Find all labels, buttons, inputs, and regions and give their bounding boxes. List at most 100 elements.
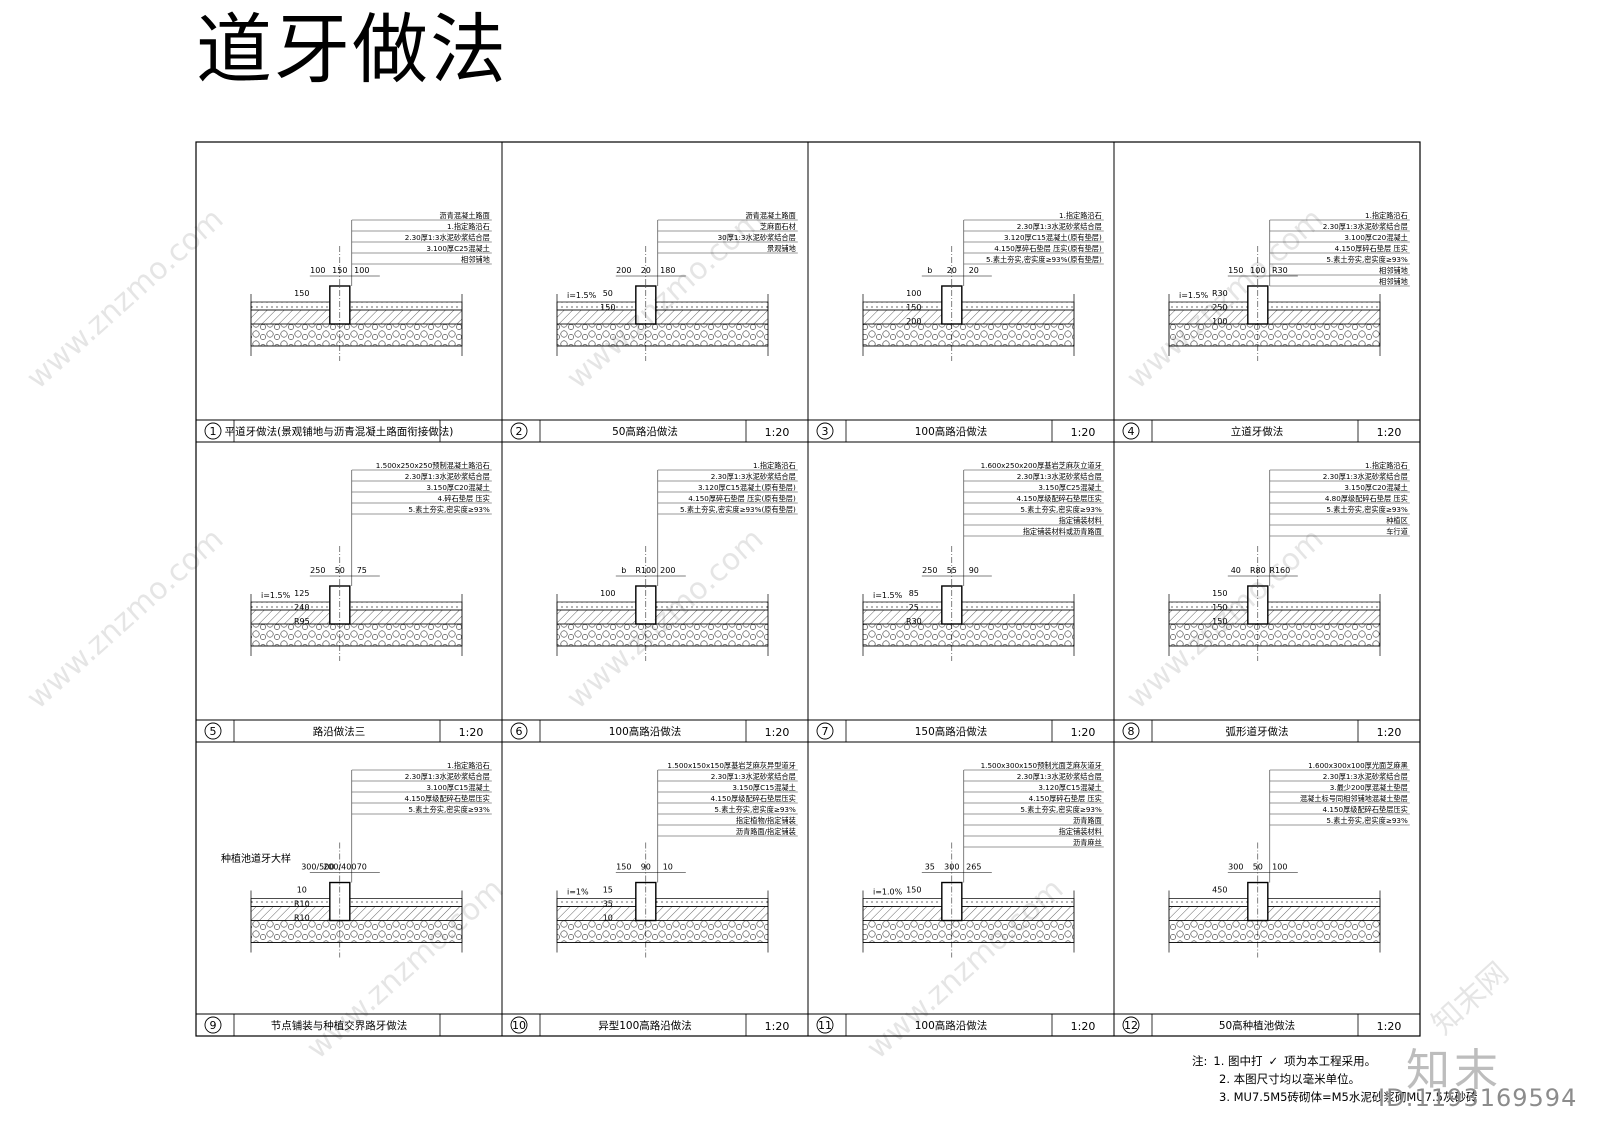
layer-label: 沥青路面/指定铺装 [736,827,796,836]
layer-label: 4.80厚级配碎石垫层 压实 [1325,494,1408,503]
dimension-label: 200 [616,266,631,275]
layer-label: 2.30厚1:3水泥砂浆结合层 [711,772,796,781]
dimension-label: 150 [1228,266,1243,275]
layer-label: 30厚1:3水泥砂浆结合层 [718,233,796,242]
slope-label: i=1.5% [567,291,597,300]
layer-label: 景观铺地 [767,244,796,253]
detail-scale: 1:20 [459,726,484,739]
dimension-label: 10 [603,914,613,923]
layer-label: 2.30厚1:3水泥砂浆结合层 [405,472,490,481]
detail-scale: 1:20 [1071,426,1096,439]
detail-number: 7 [822,725,829,738]
detail-number: 8 [1128,725,1135,738]
gravel-layer [556,623,769,647]
dimension-label: R30 [906,617,922,626]
surface-layer [1168,898,1381,907]
gravel-layer [556,323,769,347]
concrete-layer [862,309,1075,325]
general-notes: 注: 1. 图中打 ✓ 项为本工程采用。 2. 本图尺寸均以毫米单位。 3. M… [1192,1052,1478,1106]
layer-label: 3.120厚C15混凝土(原有垫层) [698,483,796,492]
layer-label: 指定植物/指定铺装 [736,816,796,825]
surface-layer [862,898,1075,907]
dimension-label: b [927,266,932,275]
concrete-layer [1168,309,1381,325]
dimension-label: 150 [1212,589,1227,598]
page-title: 道牙做法 [196,5,508,94]
gravel-layer [862,920,1075,943]
detail-name: 150高路沿做法 [915,725,988,738]
detail-number-circle [510,722,528,740]
detail-number-circle [510,422,528,440]
detail-name: 50高路沿做法 [612,425,678,438]
detail-scale: 1:20 [765,1020,790,1033]
section-caption: 种植池道牙大样 [221,852,291,865]
detail-name: 100高路沿做法 [915,1019,988,1032]
dimension-label: 265 [966,863,981,872]
dimension-label: R95 [294,617,310,626]
layer-label: 1.指定路沿石 [753,461,796,470]
detail-name: 100高路沿做法 [609,725,682,738]
layer-label: 3.150厚C15混凝土 [732,783,796,792]
layer-label: 3.150厚C20混凝土 [1344,483,1408,492]
dimension-label: 150 [600,303,615,312]
layer-label: 3.150厚C25混凝土 [1038,483,1102,492]
layer-label: 4.150厚级配碎石垫层压实 [1323,805,1408,814]
detail-number-circle [1122,1016,1140,1034]
layer-label: 4.150厚碎石垫层 压实(原有垫层) [994,244,1102,253]
layer-label: 1.600x250x200厚基岩芝麻灰立道牙 [981,461,1102,470]
dimension-label: 150 [294,289,309,298]
detail-name: 异型100高路沿做法 [598,1019,692,1032]
layer-label: 2.30厚1:3水泥砂浆结合层 [405,772,490,781]
detail-number: 5 [210,725,217,738]
layer-label: 4.150厚碎石垫层 压实 [1029,794,1102,803]
dimension-label: 100 [906,289,921,298]
concrete-layer [1168,609,1381,625]
dimension-label: 250 [310,566,325,575]
layer-label: 2.30厚1:3水泥砂浆结合层 [1017,472,1102,481]
layer-label: 混凝土标号同相邻铺地混凝土垫层 [1300,794,1408,803]
gravel-layer [1168,623,1381,647]
dimension-label: 150 [616,863,631,872]
slope-label: i=1% [567,888,589,897]
note-1-end: 项为本工程采用。 [1284,1054,1377,1068]
dimension-label: 10 [297,886,307,895]
dimension-label: 100 [1250,266,1265,275]
layer-label: 沥青混凝土路面 [439,211,489,220]
detail-number: 11 [818,1019,832,1032]
dimension-label: 25 [909,603,919,612]
dimension-label: 150 [1212,603,1227,612]
concrete-layer [250,309,463,325]
gravel-layer [862,323,1075,347]
detail-number-circle [204,722,222,740]
dimension-label: 50 [603,289,613,298]
layer-label: 5.素土夯实,密实度≥93% [1020,505,1102,514]
dimension-label: 200 [906,317,921,326]
detail-number: 12 [1124,1019,1138,1032]
detail-name: 100高路沿做法 [915,425,988,438]
surface-layer [250,898,463,907]
dimension-label: 100 [1272,863,1287,872]
layer-label: 4.150厚级配碎石垫层压实 [405,794,490,803]
note-2: 2. 本图尺寸均以毫米单位。 [1219,1072,1361,1086]
gravel-layer [250,323,463,347]
layer-label: 沥青路面 [1073,816,1102,825]
detail-scale: 1:20 [1377,1020,1402,1033]
dimension-label: 85 [909,589,919,598]
dimension-label: 20 [641,266,651,275]
layer-label: 相邻铺地 [1379,277,1408,286]
detail-name: 路沿做法三 [313,725,366,738]
dimension-label: 300 [944,863,959,872]
layer-label: 指定铺装材料 [1059,827,1102,836]
layer-label: 4.150厚碎石垫层 压实(原有垫层) [688,494,796,503]
surface-layer [1168,301,1381,311]
detail-number-circle [816,722,834,740]
dimension-label: 125 [294,589,309,598]
surface-layer [1168,601,1381,611]
layer-label: 2.30厚1:3水泥砂浆结合层 [711,472,796,481]
